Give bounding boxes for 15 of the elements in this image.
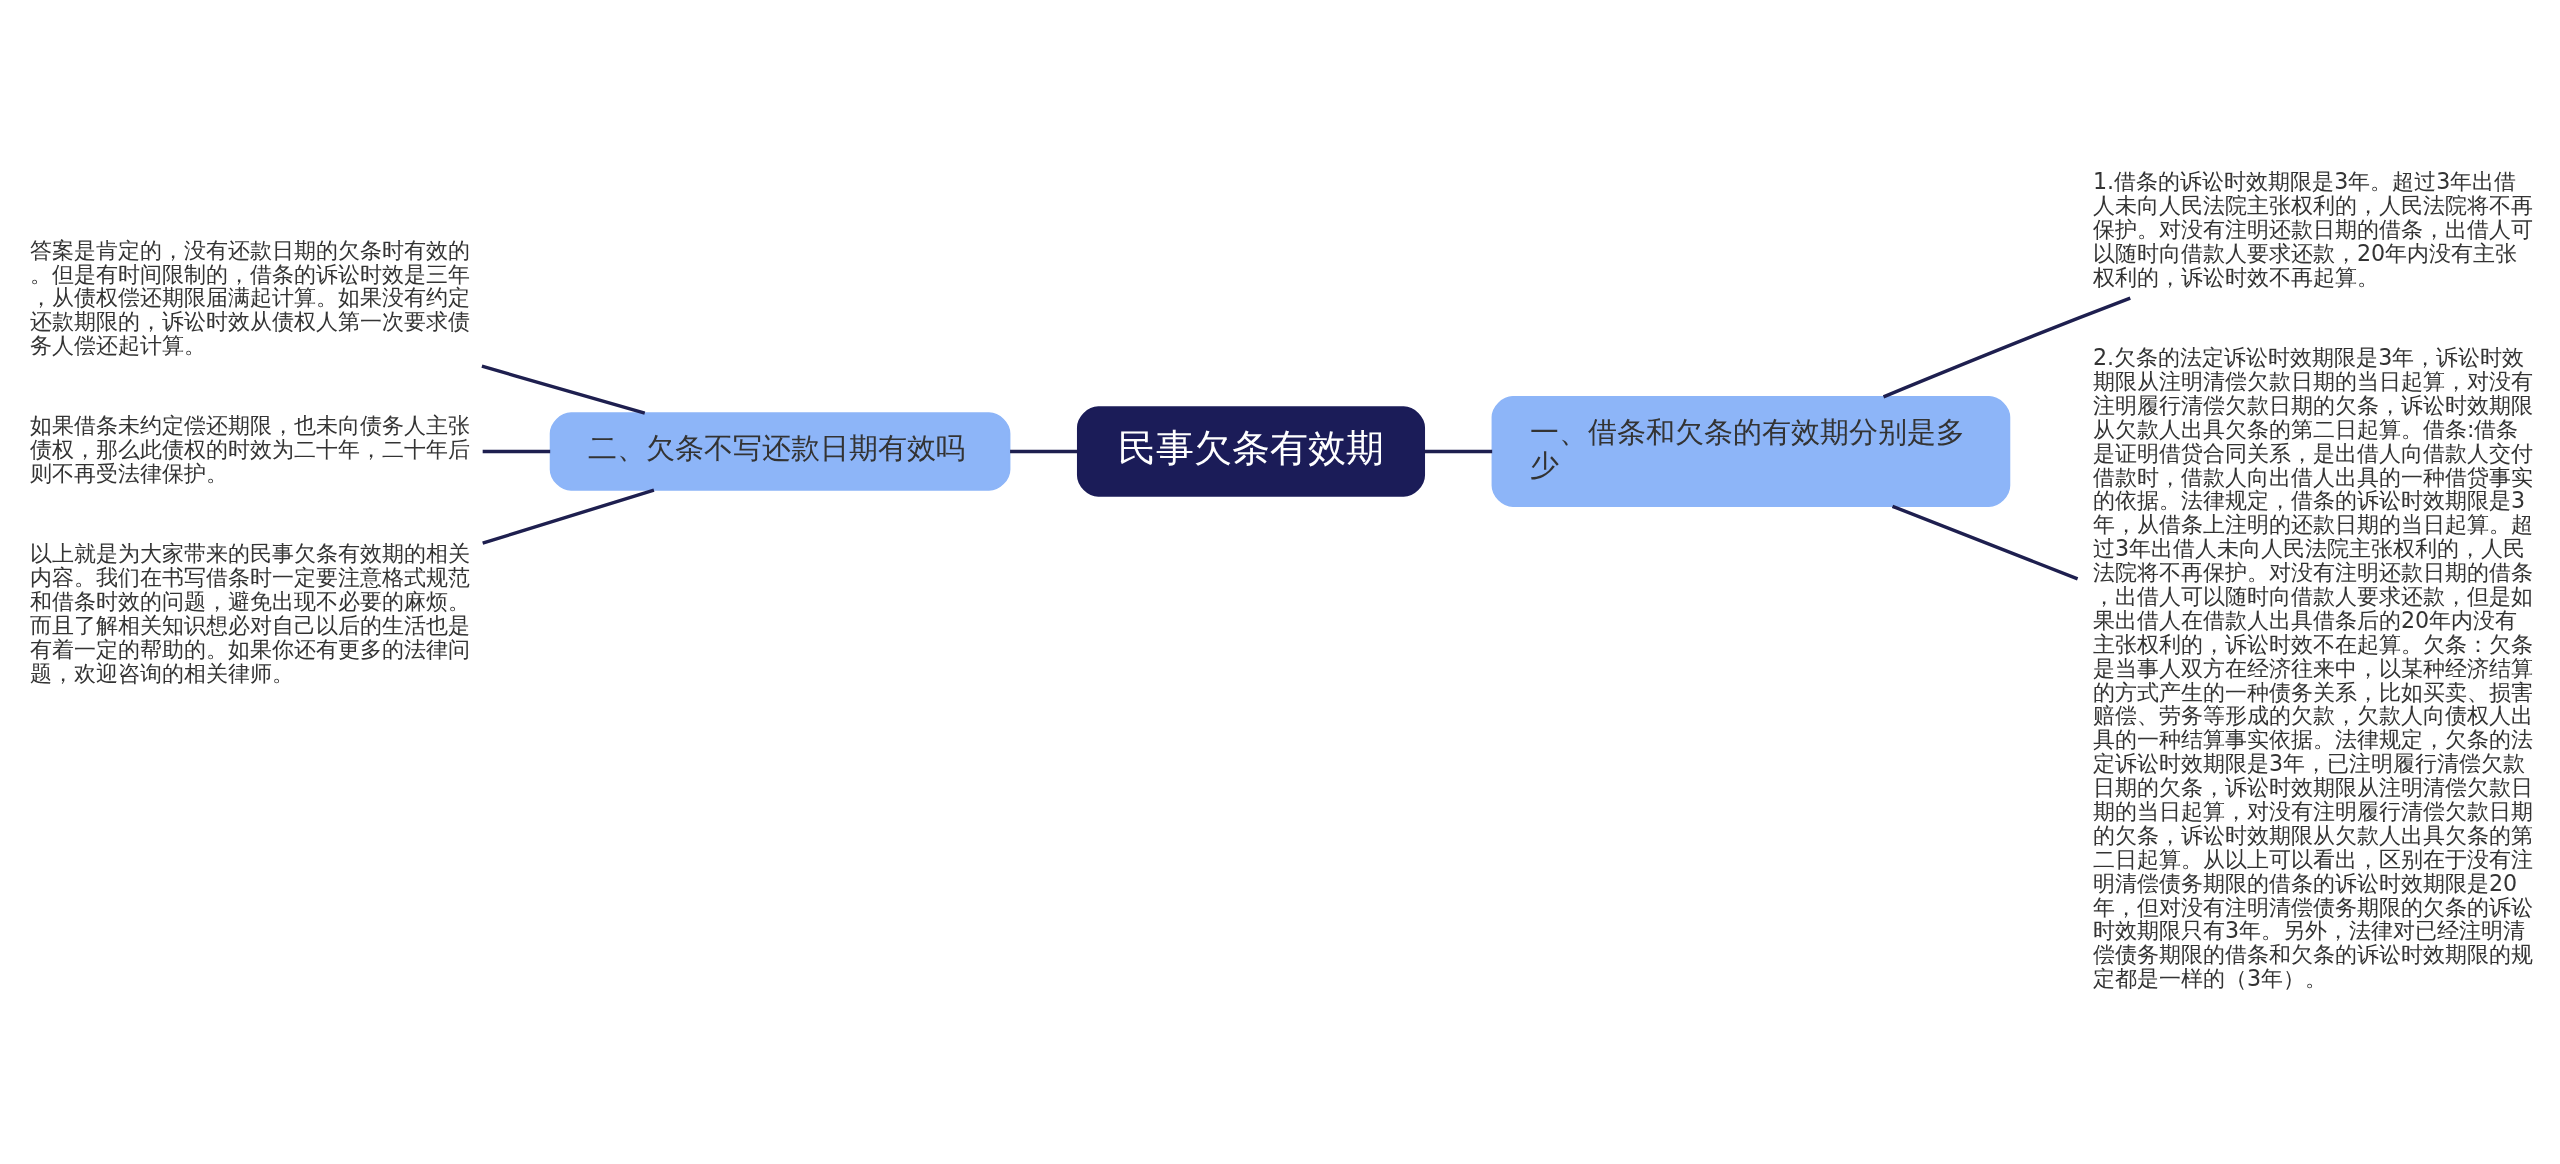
connector — [1882, 296, 2131, 399]
node-text: 1.借条的诉讼时效期限是3年。超过3年出借人未向人民法院主张权利的，人民法院将不再保护。对没有注明还款日期的借条，出借人可以随时向借款人要求还款，20年内没有主张权利的，诉讼时效不再起算。 — [2093, 168, 2534, 290]
connector — [482, 449, 551, 454]
node-box: 民事欠条有效期 — [1076, 406, 1426, 497]
connector — [1010, 449, 1078, 454]
connector — [481, 364, 646, 415]
node-text: 答案是肯定的，没有还款日期的欠条时有效的。但是有时间限制的，借条的诉讼时效是三年，从债权偿还期限届满起计算。如果没有约定还款期限的，诉讼时效从债权人第一次要求债务人偿还起计算。 — [30, 236, 471, 359]
connector — [1891, 504, 2079, 581]
connector — [1424, 449, 1493, 454]
node-text: 以上就是为大家带来的民事欠条有效期的相关内容。我们在书写借条时一定要注意格式规范和借条时效的问题，避免出现不必要的麻烦。而且了解相关知识想必对自己以后的生活也是有着一定的帮助的。如果你还有更多的法律问题，欢迎咨询的相关律师。 — [30, 540, 471, 686]
node-text: 如果借条未约定偿还期限，也未向债务人主张债权，那么此债权的时效为二十年，二十年后则不再受法律保护。 — [30, 412, 471, 487]
connector — [482, 488, 655, 545]
node-box: 二、欠条不写还款日期有效吗 — [549, 412, 1011, 491]
node-box: 一、借条和欠条的有效期分别是多少 — [1491, 396, 2011, 507]
node-text: 2.欠条的法定诉讼时效期限是3年，诉讼时效期限从注明清偿欠款日期的当日起算，对没有注明履行清偿欠款日期的欠条，诉讼时效期限从欠款人出具欠条的第二日起算。借条:借条是证明借贷合同关系，是出借人向借款人交付借款时，借款人向出借人出具的一种借贷事实的依据。法律规定，借条的诉讼时效期限是3年，从借条上注明的还款日期的当日起算。超过3年出借人未向人民法院主张权利的，人民法院将不再保护。对没有注明还款日期的借条，出借人可以随时向借款人要求还款，但是如果出借人在借款人出具借条后的20年内没有主张权利的，诉讼时效不在起算。欠条：欠条是当事人双方在经济往来中，以某种经济结算的方式产生的一种债务关系，比如买卖、损害赔偿、劳务等形成的欠款，欠款人向债权人出具的一种结算事实依据。法律规定，欠条的法定诉讼时效期限是3年，已注明履行清偿欠款日期的欠条，诉讼时效期限从注明清偿欠款日期的当日起算，对没有注明履行清偿欠款日期的欠条，诉讼时效期限从欠款人出具欠条的第二日起算。从以上可以看出，区别在于没有注明清偿债务期限的借条的诉讼时效期限是20年，但对没有注明清偿债务期限的欠条的诉讼时效期限只有3年。另外，法律对已经注明清偿债务期限的借条和欠条的诉讼时效期限的规定都是一样的（3年）。 — [2093, 344, 2534, 992]
